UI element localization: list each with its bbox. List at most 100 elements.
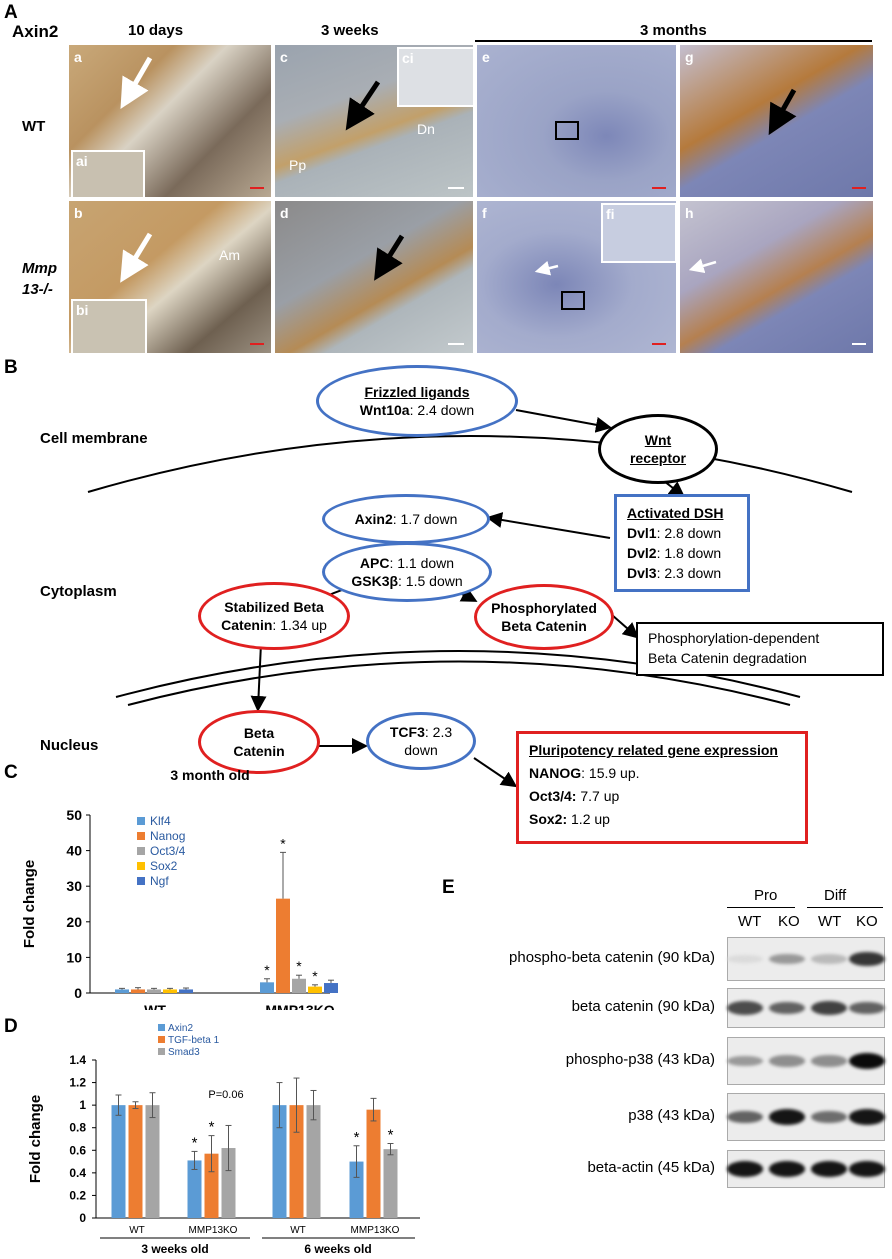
age-bracket-line [475,40,872,42]
roi-box-e [555,121,579,140]
legend-swatch [137,847,145,855]
axin2-gene: Axin2 [354,511,393,527]
blot-band [727,1055,763,1067]
gsk3b-gene: GSK3β [351,573,399,589]
y-axis-label: Fold change [21,860,38,948]
blot-band [811,1055,847,1067]
blot-label: p38 (43 kDa) [628,1107,715,1124]
tile-label-d: d [280,205,289,221]
bar [324,983,338,993]
degradation-line2: Beta Catenin degradation [648,650,807,666]
blot-band [727,954,763,964]
stabilized-value: : 1.34 up [272,617,327,633]
y-tick-label: 0.4 [69,1166,86,1180]
apc-value: : 1.1 down [389,555,455,571]
blot-band [727,1161,763,1177]
histology-tile-h: h [680,201,873,353]
y-tick-label: 0.2 [69,1188,86,1202]
node-beta-catenin: Beta Catenin [198,710,320,774]
y-tick-label: 1.4 [69,1053,86,1067]
tcf3-line2: down [404,742,438,758]
frizzled-title: Frizzled ligands [364,384,470,400]
lane-label: KO [778,913,800,930]
histology-tile-e: e [477,45,676,197]
bar [349,1161,364,1218]
bar [292,978,306,993]
bar [260,982,274,993]
compartment-cytoplasm: Cytoplasm [40,583,117,600]
legend-label: Klf4 [150,814,171,828]
blot-band [769,1161,805,1177]
legend-swatch [158,1036,165,1043]
scale-bars [250,187,866,345]
histology-tile-d: d [275,201,473,353]
bar [131,989,145,993]
group-label: 3 weeks old [141,1242,208,1256]
bar [187,1160,202,1218]
degradation-line1: Phosphorylation-dependent [648,630,820,646]
bar [306,1105,321,1218]
significance-star: * [388,1127,394,1144]
age-label-3-months: 3 months [640,22,707,39]
tcf3-gene: TCF3 [389,724,425,740]
dsh-gene: Dvl2 [627,545,657,561]
panel-letter-e: E [442,877,455,898]
legend-label: Sox2 [150,859,178,873]
tile-label-ci: ci [402,50,414,66]
tile-label-h: h [685,205,694,221]
bar [163,989,177,993]
node-phosphorylated-beta-catenin: Phosphorylated Beta Catenin [474,584,614,650]
tile-label-c: c [280,49,288,65]
label-pulp: Pp [289,157,307,173]
tile-label-b: b [74,205,83,221]
bar [272,1105,287,1218]
tile-label-bi: bi [76,302,89,318]
x-tick-label: MMP13KO [189,1225,238,1236]
tile-label-ai: ai [76,153,88,169]
tile-label-g: g [685,49,694,65]
node-apc-gsk3b: APC: 1.1 down GSK3β: 1.5 down [322,542,492,602]
bar [115,989,129,993]
dsh-title: Activated DSH [627,505,724,521]
y-tick-label: 1 [79,1098,86,1112]
apc-gene: APC [359,555,390,571]
y-tick-label: 10 [66,949,82,965]
tile-label-e: e [482,49,490,65]
significance-star: * [264,962,270,978]
axin2-value: : 1.7 down [392,511,458,527]
arrow-icon-white [120,56,153,109]
stabilized-line1: Stabilized Beta [224,599,324,615]
node-stabilized-beta-catenin: Stabilized Beta Catenin: 1.34 up [198,582,350,650]
arrow-icon-white [534,260,559,276]
lane-label: WT [818,913,842,930]
node-pluripotency: Pluripotency related gene expression NAN… [516,731,808,844]
blot-band [849,1001,885,1015]
legend-label: Smad3 [168,1047,200,1058]
blot-band [769,1109,805,1125]
y-tick-label: 0.6 [69,1143,86,1157]
dsh-gene: Dvl1 [627,525,657,541]
significance-star: * [312,968,318,984]
histology-tile-f: f fi [477,201,676,353]
panel-a-overlay [120,56,866,345]
dsh-value: : 1.8 down [656,545,722,561]
inset-fi: fi [601,203,676,263]
bar [145,1105,160,1218]
y-tick-label: 20 [66,914,82,930]
y-tick-label: 0.8 [69,1121,86,1135]
inset-bi: bi [71,299,147,353]
y-axis-label: Fold change [27,1095,44,1183]
roi-box-f [561,291,585,310]
node-frizzled-ligands: Frizzled ligands Wnt10a: 2.4 down [316,365,518,437]
significance-star: * [296,958,302,974]
tcf3-value: : 2.3 [424,724,453,740]
beta-line1: Beta [243,725,275,741]
bar [111,1105,126,1218]
dsh-gene: Dvl3 [627,565,657,581]
x-tick-label: WT [144,1002,166,1010]
pluri-gene: Oct3/4: [529,788,577,804]
blot-band [769,1001,805,1015]
chart-title: 3 month old [170,767,249,783]
legend-label: Nanog [150,829,185,843]
